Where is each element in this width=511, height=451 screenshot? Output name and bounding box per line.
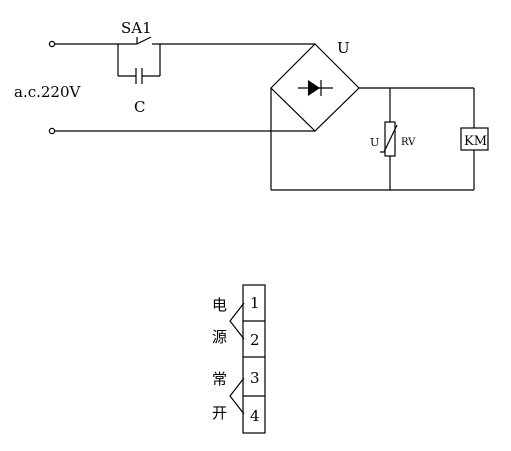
varistor-symbol: U (370, 136, 379, 149)
capacitor-label: C (134, 98, 145, 116)
terminal-block (242, 284, 266, 434)
switch-label: SA1 (121, 19, 152, 37)
capacitor-c (117, 44, 161, 84)
bridge-label: U (337, 39, 350, 57)
supply-terminal-bottom (48, 127, 56, 135)
group-power-char-2: 源 (212, 328, 227, 346)
terminal-2: 2 (250, 331, 260, 349)
switch-sa1 (118, 36, 160, 45)
group-no-char-1: 常 (212, 370, 227, 388)
supply-label: a.c.220V (14, 83, 82, 101)
varistor-rv (380, 88, 398, 190)
varistor-label: RV (401, 137, 416, 148)
group-no-char-2: 开 (212, 404, 227, 422)
terminal-1: 1 (250, 294, 260, 312)
bracket-power (229, 302, 245, 340)
relay-km (460, 88, 489, 190)
terminal-3: 3 (250, 369, 260, 387)
relay-label: KM (464, 134, 487, 149)
supply-terminal-top (48, 40, 56, 48)
bridge-rectifier (270, 43, 360, 132)
bracket-normally-open (229, 377, 245, 415)
terminal-4: 4 (250, 407, 260, 425)
group-power-char-1: 电 (212, 296, 227, 314)
